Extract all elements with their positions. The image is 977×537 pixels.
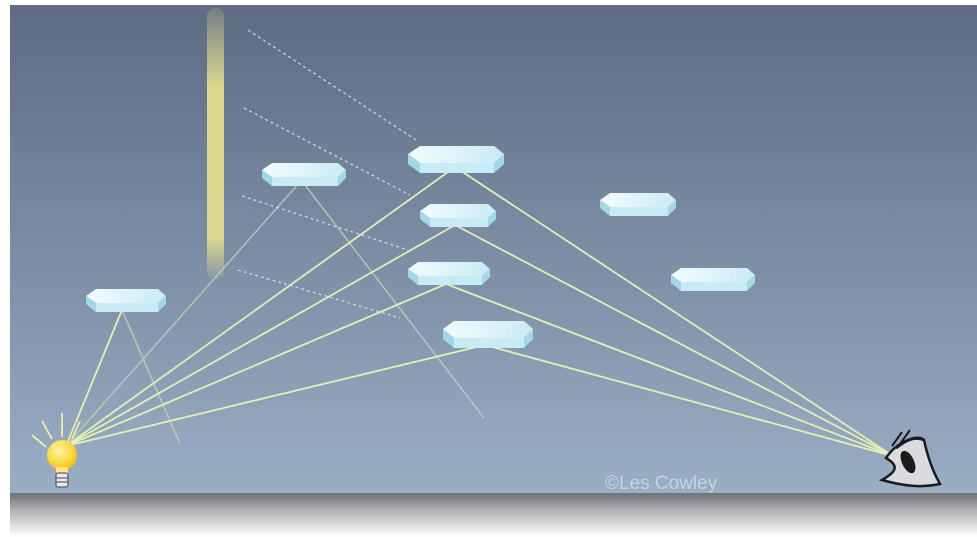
ice-crystal — [86, 289, 166, 312]
light-pillar — [207, 8, 224, 280]
incident-ray — [65, 309, 123, 447]
ice-crystal — [262, 163, 346, 186]
incident-ray — [65, 166, 456, 447]
dashed-ray — [241, 195, 409, 251]
faint-ray — [65, 181, 301, 447]
ground — [10, 493, 977, 537]
watermark-text: ©Les Cowley — [605, 473, 718, 494]
ice-crystal — [420, 204, 496, 227]
faint-ray — [304, 184, 485, 419]
reflected-rays — [445, 166, 894, 457]
reflected-ray — [454, 224, 894, 457]
dashed-ray — [237, 269, 401, 319]
reflected-ray — [445, 283, 894, 457]
incident-ray — [65, 344, 486, 447]
reflected-ray — [454, 166, 894, 457]
ice-crystal — [408, 262, 490, 285]
sky-background — [10, 5, 977, 495]
ice-crystal — [671, 268, 755, 291]
ice-crystal — [408, 146, 504, 173]
ice-crystal — [600, 193, 676, 216]
dashed-rays — [237, 29, 417, 319]
incident-ray — [65, 224, 456, 447]
light-bulb-icon — [31, 413, 81, 488]
eye-icon — [878, 429, 942, 488]
ice-crystals — [86, 146, 755, 348]
incident-ray — [65, 283, 447, 447]
reflected-ray — [484, 344, 894, 457]
incident-rays — [65, 166, 486, 447]
ice-crystal — [443, 321, 533, 348]
dashed-ray — [243, 107, 411, 196]
